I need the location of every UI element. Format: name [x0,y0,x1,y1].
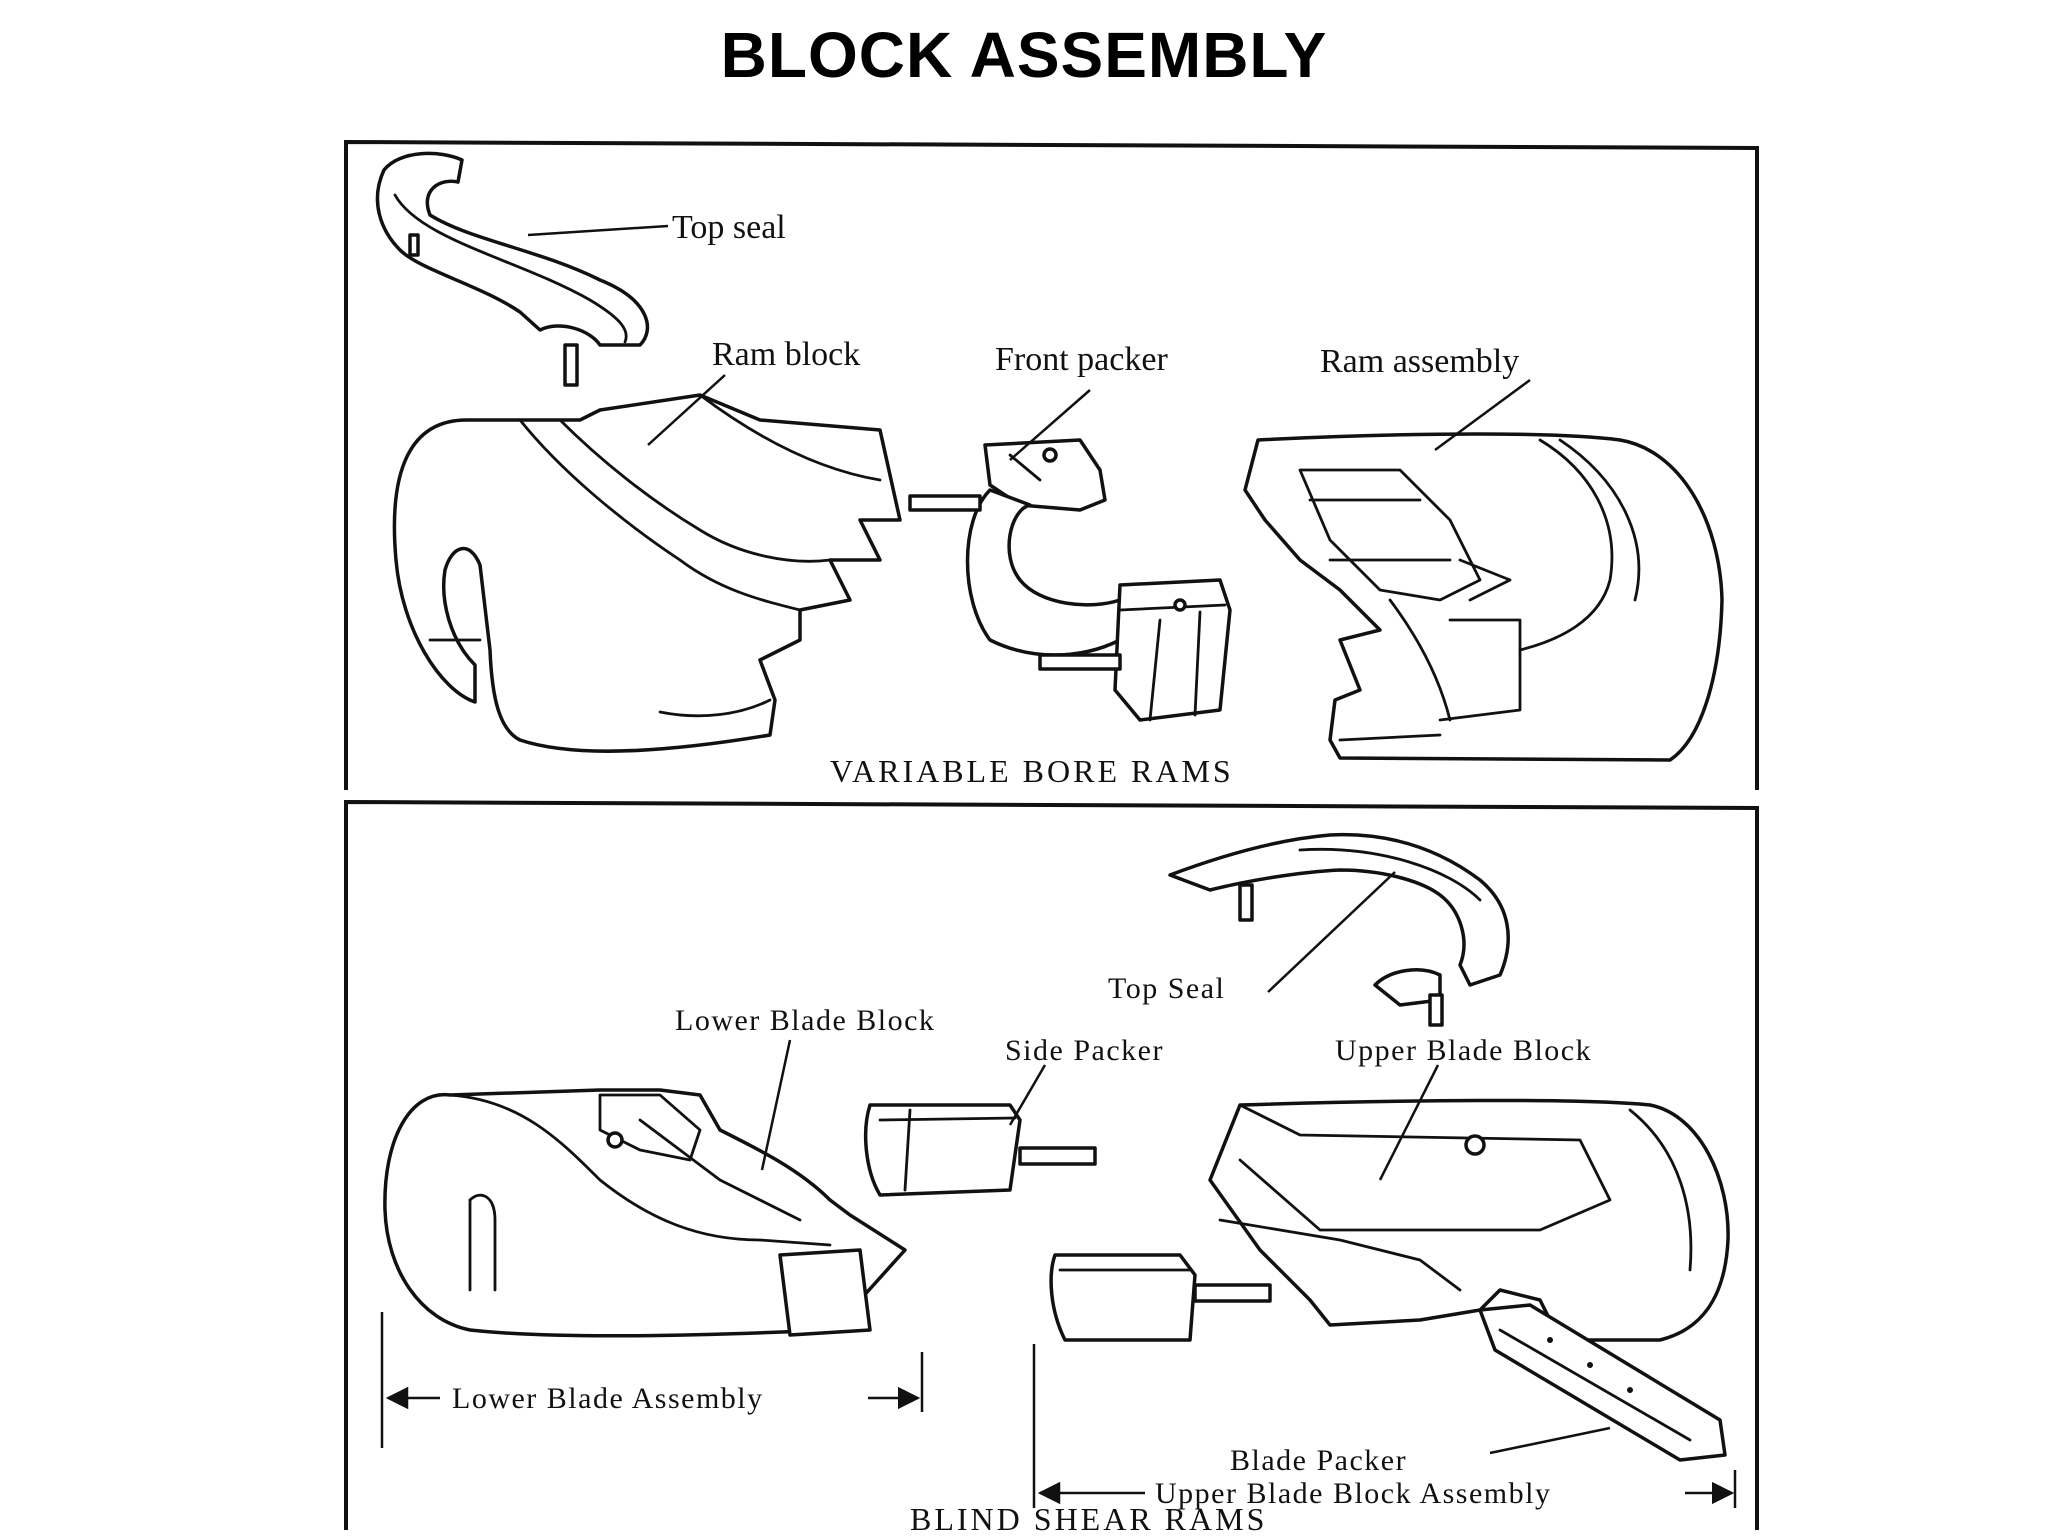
front-packer-leader [1009,389,1091,461]
label-side-packer: Side Packer [1005,1034,1164,1067]
blade-packer-drawing [1478,1303,1727,1462]
label-top-seal: Top seal [672,209,786,246]
caption-variable-bore-rams: VARIABLE BORE RAMS [830,753,1234,789]
label-blade-packer: Blade Packer [1230,1444,1407,1477]
top-seal-leader [527,224,669,237]
upper-blade-block-leader [1378,1064,1440,1181]
label-lower-blade-assembly: Lower Blade Assembly [452,1382,764,1415]
upper-blade-block-drawing [1208,1098,1730,1342]
side-packer-lower-drawing [1049,1253,1272,1342]
ram-block-drawing [392,393,902,753]
label-front-packer: Front packer [995,341,1168,378]
label-ram-block: Ram block [712,336,860,373]
shear-top-seal-leader [1267,871,1396,993]
ram-assembly-drawing [1243,432,1724,762]
shear-top-seal-drawing [1168,832,1510,1027]
label-ram-assembly: Ram assembly [1320,343,1519,380]
page-title: BLOCK ASSEMBLY [720,19,1328,91]
top-seal-drawing [375,151,650,387]
label-upper-blade-block: Upper Blade Block [1335,1034,1592,1067]
side-packer-drawing [863,1103,1097,1197]
label-upper-blade-block-assembly: Upper Blade Block Assembly [1155,1477,1551,1510]
blind-shear-panel: Top Seal Lower Blade Block Side Packer [344,799,1759,1536]
ram-assembly-leader [1434,378,1531,452]
front-packer-drawing [908,438,1232,722]
variable-bore-panel: Top seal Ram block Front packer [344,139,1759,790]
label-shear-top-seal: Top Seal [1108,972,1225,1005]
caption-blind-shear-rams: BLIND SHEAR RAMS [910,1501,1267,1536]
variable-bore-frame [344,139,1759,790]
label-lower-blade-block: Lower Blade Block [675,1004,935,1037]
blade-packer-leader [1489,1426,1611,1455]
side-packer-leader [1008,1064,1047,1126]
ram-block-leader [647,374,726,446]
lower-blade-block-drawing [383,1088,907,1338]
lower-blade-block-leader [760,1039,792,1171]
blind-shear-frame [344,799,1759,1530]
